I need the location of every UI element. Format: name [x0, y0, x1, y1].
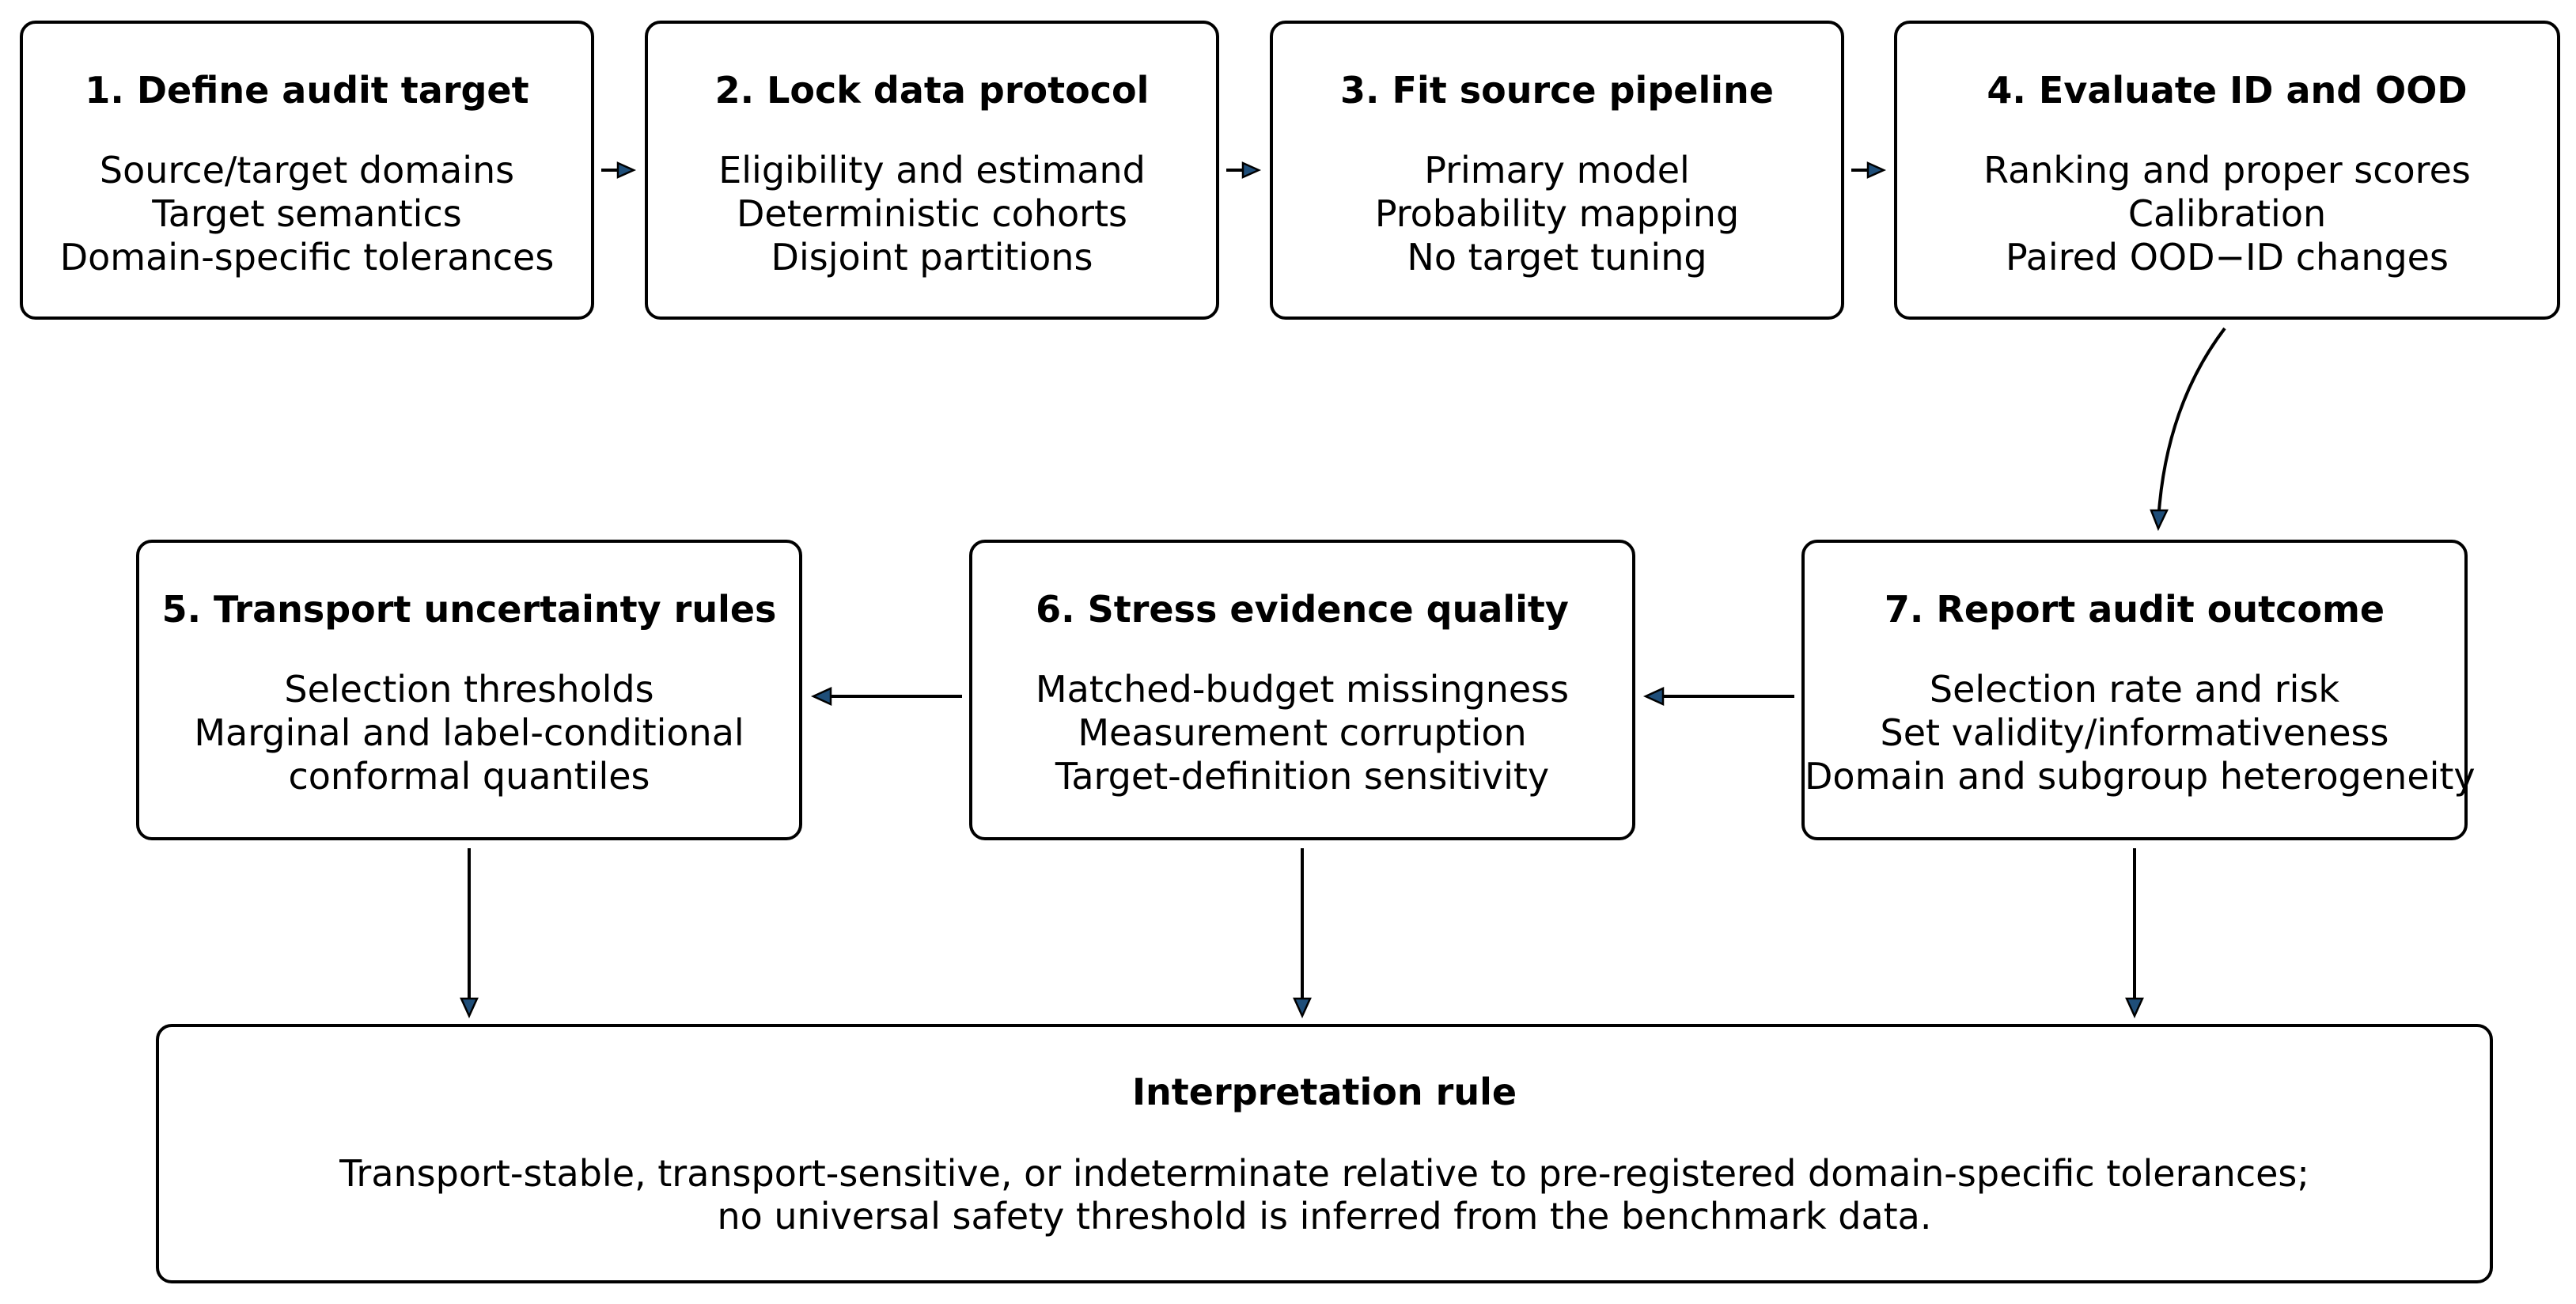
step-line: conformal quantiles [288, 755, 650, 798]
step-line: Measurement corruption [1078, 711, 1527, 754]
arrow-step1-to-step2 [601, 161, 637, 179]
interpretation-title: Interpretation rule [1131, 1071, 1517, 1113]
step-box-transport-uncertainty-rules: 5. Transport uncertainty rules Selection… [136, 540, 802, 840]
step-box-fit-source-pipeline: 3. Fit source pipeline Primary model Pro… [1270, 21, 1844, 320]
step-line: Matched-budget missingness [1035, 668, 1570, 711]
step-line: Domain-specific tolerances [59, 236, 555, 279]
step-line: Set validity/informativeness [1880, 711, 2389, 754]
step-line: Calibration [2127, 192, 2327, 235]
arrow-step5-to-interpretation [460, 848, 479, 1019]
arrow-step7-to-step6 [1642, 687, 1794, 706]
step-line: Paired OOD−ID changes [2006, 236, 2449, 279]
step-line: Domain and subgroup heterogeneity [1805, 755, 2476, 798]
step-line: Target semantics [152, 192, 462, 235]
step-box-define-audit-target: 1. Define audit target Source/target dom… [20, 21, 594, 320]
step-line: Marginal and label-conditional [194, 711, 744, 754]
arrow-step4-to-step7 [2150, 327, 2226, 532]
step-line: Disjoint partitions [771, 236, 1093, 279]
step-line: Selection thresholds [284, 668, 654, 711]
arrow-step2-to-step3 [1226, 161, 1262, 179]
arrow-step6-to-step5 [810, 687, 962, 706]
step-line: Selection rate and risk [1929, 668, 2340, 711]
step-box-lock-data-protocol: 2. Lock data protocol Eligibility and es… [645, 21, 1219, 320]
arrow-step6-to-interpretation [1293, 848, 1312, 1019]
step-line: No target tuning [1407, 236, 1707, 279]
step-line: Eligibility and estimand [718, 149, 1146, 191]
step-title: 1. Define audit target [85, 69, 529, 112]
step-line: Deterministic cohorts [736, 192, 1128, 235]
step-title: 7. Report audit outcome [1884, 588, 2385, 631]
step-title: 6. Stress evidence quality [1036, 588, 1569, 631]
step-title: 4. Evaluate ID and OOD [1987, 69, 2468, 112]
step-title: 5. Transport uncertainty rules [161, 588, 777, 631]
step-title: 2. Lock data protocol [714, 69, 1150, 112]
step-box-stress-evidence-quality: 6. Stress evidence quality Matched-budge… [969, 540, 1635, 840]
step-line: Ranking and proper scores [1983, 149, 2471, 191]
step-line: Source/target domains [99, 149, 515, 191]
interpretation-line: Transport-stable, transport-sensitive, o… [339, 1152, 2309, 1195]
arrow-step3-to-step4 [1851, 161, 1887, 179]
step-title: 3. Fit source pipeline [1340, 69, 1774, 112]
step-box-report-audit-outcome: 7. Report audit outcome Selection rate a… [1801, 540, 2476, 840]
arrow-step7-to-interpretation [2125, 848, 2144, 1019]
step-line: Primary model [1424, 149, 1690, 191]
step-line: Probability mapping [1374, 192, 1740, 235]
interpretation-rule-box: Interpretation rule Transport-stable, tr… [156, 1024, 2493, 1283]
interpretation-line: no universal safety threshold is inferre… [717, 1195, 1932, 1238]
step-line: Target-definition sensitivity [1055, 755, 1550, 798]
step-box-evaluate-id-ood: 4. Evaluate ID and OOD Ranking and prope… [1894, 21, 2560, 320]
